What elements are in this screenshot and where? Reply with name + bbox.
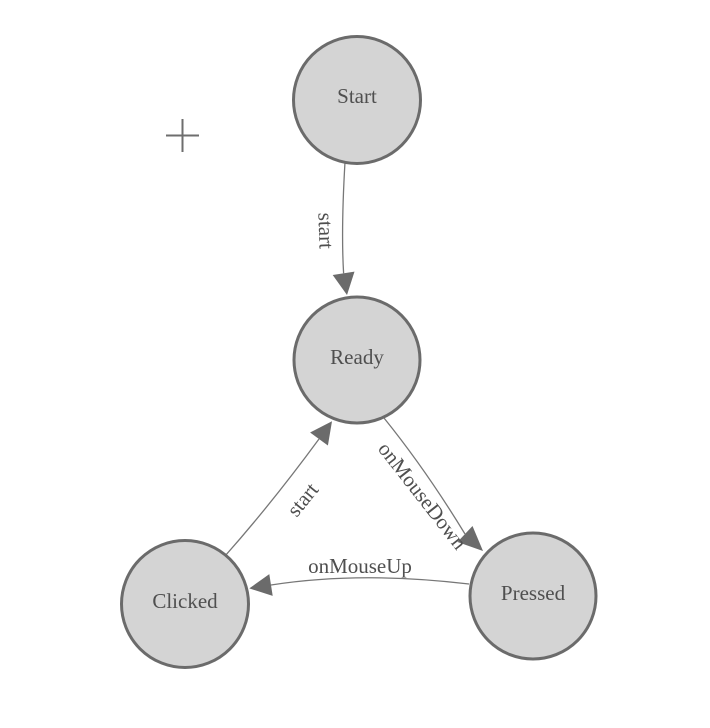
node-ready-circle[interactable]	[292, 295, 422, 425]
node-pressed[interactable]: Pressed	[468, 531, 598, 661]
edge-line-ready-to-pressed[interactable]	[383, 417, 466, 535]
edge-line-clicked-to-ready[interactable]	[224, 438, 320, 557]
node-clicked-circle[interactable]	[120, 539, 250, 669]
edge-label-start-2: start	[282, 478, 324, 521]
node-start-circle[interactable]	[292, 35, 422, 165]
arrowhead-icon	[310, 421, 332, 446]
arrowhead-icon	[249, 574, 273, 596]
edge-label-onmouseup: onMouseUp	[308, 554, 412, 578]
edge-start-to-ready: start	[313, 161, 355, 295]
edge-line-pressed-to-clicked[interactable]	[270, 577, 470, 586]
crosshair-marker	[166, 119, 199, 152]
node-pressed-circle[interactable]	[468, 531, 598, 661]
arrowhead-icon	[332, 271, 355, 295]
edge-pressed-to-clicked: onMouseUp	[249, 554, 470, 596]
edge-line-start-to-ready[interactable]	[341, 161, 346, 274]
edge-ready-to-pressed: onMouseDown	[373, 417, 483, 554]
node-pressed-label: Pressed	[501, 581, 566, 605]
edge-label-onmousedown: onMouseDown	[373, 437, 472, 554]
arrowhead-icon	[457, 526, 483, 551]
node-clicked[interactable]: Clicked	[120, 539, 250, 669]
edge-clicked-to-ready: start	[224, 421, 332, 557]
node-clicked-label: Clicked	[152, 589, 218, 613]
node-ready[interactable]: Ready	[292, 295, 422, 425]
node-start[interactable]: Start	[292, 35, 422, 165]
node-start-label: Start	[337, 84, 377, 108]
edge-label-start: start	[313, 212, 338, 249]
node-ready-label: Ready	[330, 345, 384, 369]
